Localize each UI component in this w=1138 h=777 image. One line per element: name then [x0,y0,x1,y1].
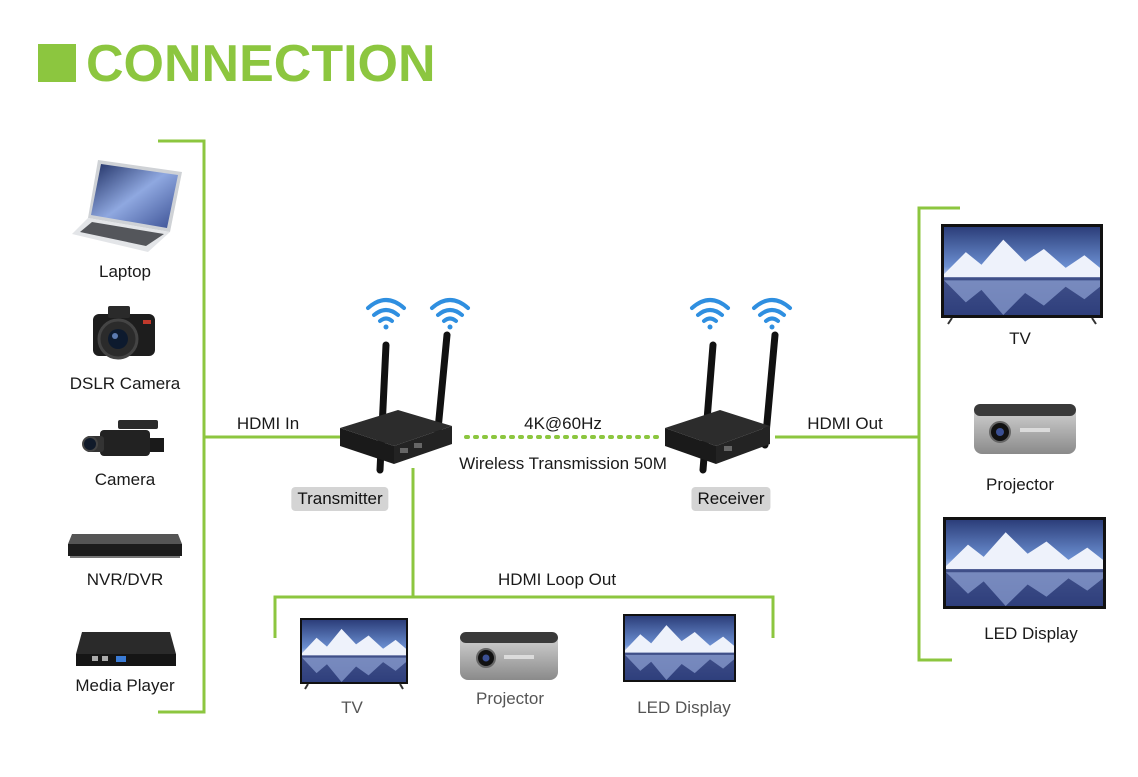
projector-icon [460,632,558,680]
projector-icon [974,404,1076,454]
source-label-nvr-dvr: NVR/DVR [86,570,164,589]
wifi-icon [752,298,792,330]
output-label-projector: Projector [985,475,1055,494]
loop-out-bracket [273,595,775,638]
output-bracket [917,206,960,662]
receiver-device-icon [665,331,779,474]
loop-label-projector: Projector [475,689,545,708]
media-player-icon [76,632,176,666]
tv-icon [300,618,408,690]
output-label-tv: TV [1009,329,1031,348]
wifi-icon [366,298,406,330]
loop-label-tv: TV [341,698,363,717]
title-square-icon [38,44,76,82]
led-display-icon [943,517,1106,609]
receiver-label: Receiver [691,487,771,511]
source-label-camera: Camera [94,470,156,489]
source-label-dslr-camera: DSLR Camera [69,374,181,393]
nvr-dvr-icon [68,534,182,558]
wifi-icon [430,298,470,330]
loop-label-led-display: LED Display [637,698,731,717]
wireless-label: Wireless Transmission 50M [459,454,667,473]
hdmi-out-label: HDMI Out [807,414,883,433]
output-label-led-display: LED Display [984,624,1078,643]
hdmi-in-label: HDMI In [236,414,300,433]
loop-out-label: HDMI Loop Out [497,570,617,589]
transmitter-label: Transmitter [291,487,389,511]
laptop-icon [72,160,182,252]
transmitter-device-icon [340,331,452,474]
page-title: CONNECTION [86,35,436,93]
camcorder-icon [82,420,164,456]
tv-icon [941,224,1103,325]
resolution-label: 4K@60Hz [524,414,602,433]
wifi-icon [690,298,730,330]
source-label-laptop: Laptop [99,262,151,281]
source-bracket [158,139,206,714]
dslr-camera-icon [93,306,155,360]
led-display-icon [623,614,736,682]
source-label-media-player: Media Player [75,676,175,695]
